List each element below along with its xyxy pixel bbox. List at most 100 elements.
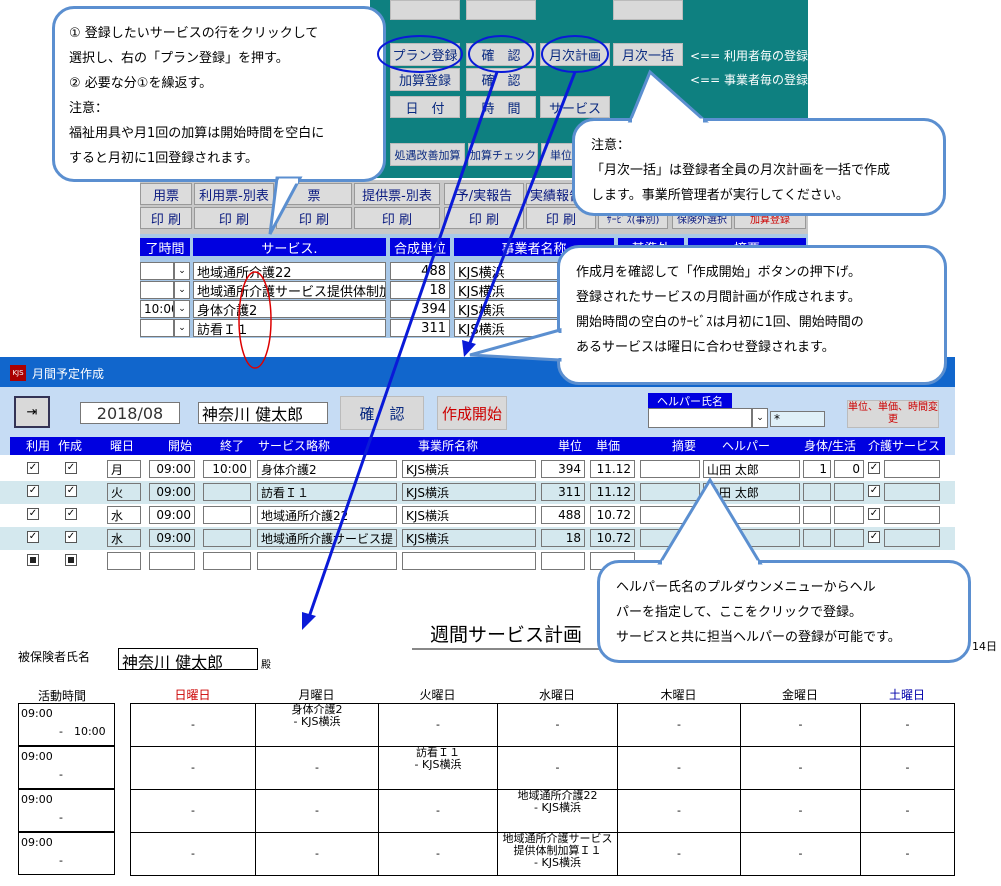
service-name[interactable]: 訪看Ｉ１ — [193, 319, 386, 337]
price-field[interactable]: 11.12 — [590, 460, 635, 478]
care-checkbox[interactable]: ✓ — [868, 531, 880, 543]
schedule-cell[interactable]: 訪看Ｉ１ - KJS横浜 — [378, 746, 498, 790]
empty-field[interactable] — [541, 552, 585, 570]
unit-field[interactable]: 394 — [541, 460, 585, 478]
treatment-addon-button[interactable]: 処遇改善加算 — [390, 143, 465, 166]
tab-plan-report[interactable]: 予/実報告 — [444, 183, 524, 205]
schedule-cell[interactable]: - — [617, 789, 741, 833]
body-field[interactable]: 1 — [803, 460, 831, 478]
end-time-field[interactable] — [203, 529, 251, 547]
schedule-cell[interactable]: - — [860, 832, 955, 876]
unit-field[interactable]: 488 — [541, 506, 585, 524]
body-field[interactable] — [803, 529, 831, 547]
make-checkbox[interactable]: ✓ — [65, 462, 77, 474]
care-service-field[interactable] — [884, 483, 940, 501]
price-field[interactable]: 10.72 — [590, 529, 635, 547]
use-checkbox[interactable] — [27, 554, 39, 566]
exit-button[interactable]: ⇥ — [14, 396, 50, 428]
schedule-cell[interactable]: 身体介護2 - KJS横浜 — [255, 703, 379, 747]
hidden-top-button[interactable] — [466, 0, 536, 20]
print-button[interactable]: 印 刷 — [140, 207, 192, 229]
end-time-dropdown[interactable]: ⌄ — [174, 281, 190, 299]
start-time-field[interactable]: 09:00 — [149, 529, 195, 547]
life-field[interactable] — [834, 483, 864, 501]
monthly-plan-button[interactable]: 月次計画 — [540, 43, 610, 66]
create-start-button[interactable]: 作成開始 — [437, 396, 507, 430]
care-checkbox[interactable]: ✓ — [868, 508, 880, 520]
service-field[interactable]: 地域通所介護サービス提 — [257, 529, 397, 547]
schedule-cell[interactable]: - — [378, 703, 498, 747]
helper-field[interactable]: 山田 太郎 — [703, 460, 800, 478]
plan-register-button[interactable]: プラン登録 — [390, 43, 460, 66]
start-time-field[interactable]: 09:00 — [149, 506, 195, 524]
tab-usage-slip[interactable]: 用票 — [140, 183, 192, 205]
print-button[interactable]: 印 刷 — [194, 207, 274, 229]
schedule-cell[interactable]: - — [255, 746, 379, 790]
day-field[interactable]: 月 — [107, 460, 141, 478]
service-field[interactable]: 地域通所介護22 — [257, 506, 397, 524]
memo-field[interactable] — [640, 483, 700, 501]
schedule-cell[interactable]: - — [617, 703, 741, 747]
life-field[interactable] — [834, 506, 864, 524]
confirm-button[interactable]: 確 認 — [466, 43, 536, 66]
end-time-field[interactable] — [203, 506, 251, 524]
end-time-field[interactable]: 10:00 — [140, 300, 174, 318]
start-time-field[interactable]: 09:00 — [149, 483, 195, 501]
helper-dropdown-arrow[interactable]: ⌄ — [752, 408, 768, 428]
schedule-cell[interactable]: - — [255, 832, 379, 876]
schedule-cell[interactable]: - — [740, 703, 861, 747]
body-field[interactable] — [803, 506, 831, 524]
helper-code-field[interactable]: * — [770, 411, 825, 427]
helper-select[interactable] — [648, 408, 752, 428]
price-field[interactable]: 10.72 — [590, 506, 635, 524]
price-field[interactable]: 11.12 — [590, 483, 635, 501]
day-field[interactable]: 水 — [107, 506, 141, 524]
unit-field[interactable]: 311 — [541, 483, 585, 501]
schedule-cell[interactable]: - — [860, 703, 955, 747]
schedule-cell[interactable]: - — [130, 789, 256, 833]
end-time-field[interactable] — [203, 483, 251, 501]
hidden-top-button[interactable] — [613, 0, 683, 20]
monthly-batch-button[interactable]: 月次一括 — [613, 43, 683, 66]
schedule-cell[interactable]: - — [130, 832, 256, 876]
schedule-cell[interactable]: - — [497, 746, 618, 790]
use-checkbox[interactable]: ✓ — [27, 508, 39, 520]
care-checkbox[interactable]: ✓ — [868, 485, 880, 497]
care-service-field[interactable] — [884, 460, 940, 478]
end-time-dropdown[interactable]: ⌄ — [174, 300, 190, 318]
day-field[interactable]: 水 — [107, 529, 141, 547]
schedule-cell[interactable]: 地域通所介護22 - KJS横浜 — [497, 789, 618, 833]
office-field[interactable]: KJS横浜 — [402, 529, 536, 547]
schedule-cell[interactable]: - — [740, 746, 861, 790]
hidden-top-button[interactable] — [390, 0, 460, 20]
use-checkbox[interactable]: ✓ — [27, 485, 39, 497]
care-checkbox[interactable]: ✓ — [868, 462, 880, 474]
end-time-dropdown[interactable]: ⌄ — [174, 262, 190, 280]
life-field[interactable]: 0 — [834, 460, 864, 478]
print-button[interactable]: 印 刷 — [444, 207, 524, 229]
care-service-field[interactable] — [884, 506, 940, 524]
addon-register-button[interactable]: 加算登録 — [390, 68, 460, 91]
empty-field[interactable] — [107, 552, 141, 570]
life-field[interactable] — [834, 529, 864, 547]
tab-usage-slip-appendix[interactable]: 利用票-別表 — [194, 183, 274, 205]
print-button[interactable]: 印 刷 — [526, 207, 596, 229]
office-field[interactable]: KJS横浜 — [402, 483, 536, 501]
schedule-cell[interactable]: - — [740, 789, 861, 833]
service-name[interactable]: 身体介護2 — [193, 300, 386, 318]
date-button[interactable]: 日 付 — [390, 96, 460, 118]
start-time-field[interactable]: 09:00 — [149, 460, 195, 478]
service-name[interactable]: 地域通所介護22 — [193, 262, 386, 280]
use-checkbox[interactable]: ✓ — [27, 531, 39, 543]
schedule-cell[interactable]: - — [617, 746, 741, 790]
change-unit-price-time-button[interactable]: 単位、単価、時間変更 — [847, 400, 939, 428]
make-checkbox[interactable]: ✓ — [65, 531, 77, 543]
end-time-field[interactable] — [140, 281, 174, 299]
empty-field[interactable] — [402, 552, 536, 570]
office-field[interactable]: KJS横浜 — [402, 460, 536, 478]
end-time-field[interactable] — [140, 262, 174, 280]
make-checkbox[interactable] — [65, 554, 77, 566]
body-field[interactable] — [803, 483, 831, 501]
service-field[interactable]: 訪看Ｉ１ — [257, 483, 397, 501]
addon-check-button[interactable]: 加算チェック — [468, 143, 538, 166]
